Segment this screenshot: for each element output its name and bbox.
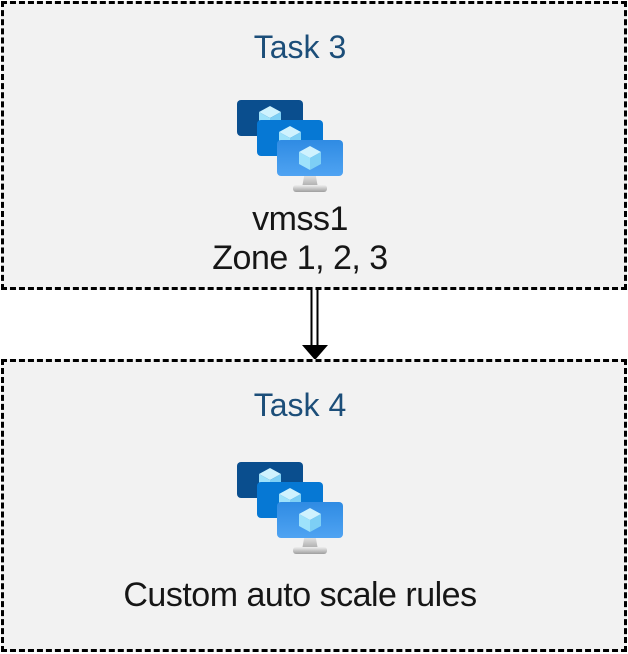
task4-box: Task 4 [1,359,627,652]
zones-label: Zone 1, 2, 3 [212,239,388,277]
vm-scale-sets-icon [237,462,343,554]
task3-labels: vmss1 Zone 1, 2, 3 [0,200,610,278]
vmss-name-label: vmss1 [252,200,348,238]
flow-arrow-down-icon [301,290,329,360]
task3-title: Task 3 [253,29,347,65]
task4-labels: Custom auto scale rules [0,576,610,615]
task4-title: Task 4 [253,387,347,423]
task4-content: Task 4 [0,362,610,649]
task3-box: Task 3 [1,1,627,290]
task3-content: Task 3 [0,4,610,287]
autoscale-rules-label: Custom auto scale rules [123,576,477,614]
vm-scale-sets-icon [237,100,343,192]
